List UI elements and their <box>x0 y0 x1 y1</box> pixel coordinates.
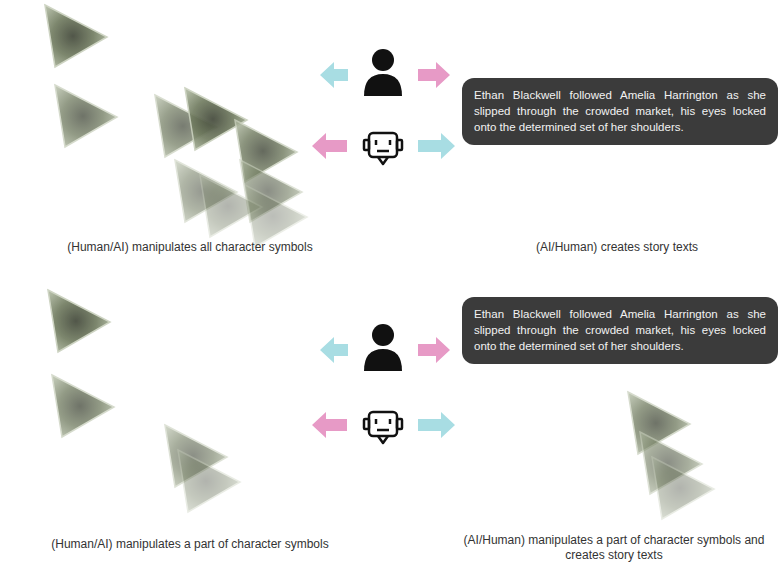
caption-label: (Human/AI) manipulates all character sym… <box>10 240 370 255</box>
caption-label: (Human/AI) manipulates a part of charact… <box>5 537 375 552</box>
caption-label: (AI/Human) manipulates a part of charact… <box>455 533 773 563</box>
human-icon <box>364 49 402 371</box>
robot-icon <box>364 133 402 443</box>
direction-arrows <box>312 62 455 438</box>
story-text: Ethan Blackwell followed Amelia Harringt… <box>474 87 766 135</box>
story-text: Ethan Blackwell followed Amelia Harringt… <box>474 306 766 354</box>
story-text-box: Ethan Blackwell followed Amelia Harringt… <box>462 78 778 145</box>
story-text-box: Ethan Blackwell followed Amelia Harringt… <box>462 297 778 364</box>
caption-label: (AI/Human) creates story texts <box>462 240 772 255</box>
